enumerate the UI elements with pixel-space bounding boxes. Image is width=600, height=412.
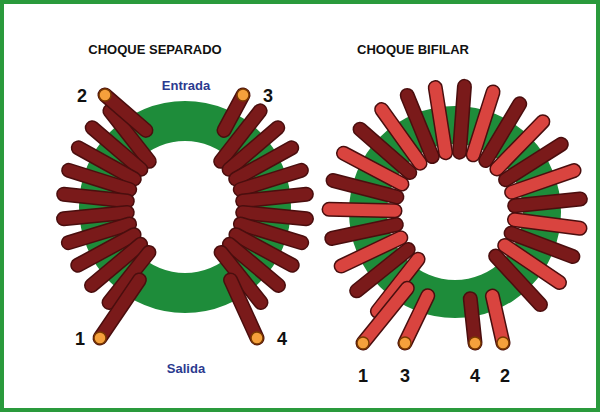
winding-turn (64, 194, 128, 201)
terminal-pin (469, 337, 481, 349)
winding-turn (243, 194, 307, 201)
winding-turn (435, 88, 445, 153)
winding-turn-edge (515, 199, 581, 206)
winding-turn-edge (243, 213, 307, 219)
lead-wire-edge (492, 296, 503, 343)
winding-turn (243, 213, 307, 219)
lead-wire-edge (105, 95, 146, 130)
winding-turn-edge (64, 194, 128, 201)
winding-turn (515, 220, 580, 229)
winding-turn-edge (329, 209, 395, 210)
winding-turn (515, 199, 581, 206)
winding-turn-edge (407, 95, 432, 156)
terminal-number: 1 (358, 367, 368, 387)
winding-turn-edge (243, 194, 307, 201)
winding-turn-edge (459, 86, 464, 152)
terminal-number: 1 (75, 330, 85, 350)
lead-wire (231, 280, 257, 338)
choke-title: CHOQUE SEPARADO (88, 43, 221, 57)
winding-turn-edge (64, 213, 128, 219)
terminal-pin (497, 337, 509, 349)
output-label: Salida (167, 362, 205, 376)
terminal-pin (251, 332, 263, 344)
winding-turn-edge (512, 171, 574, 193)
separate-choke (64, 89, 307, 344)
terminal-number: 2 (500, 367, 510, 387)
winding-turn (64, 213, 128, 219)
input-label: Entrada (162, 79, 210, 93)
terminal-pin (357, 337, 369, 349)
winding-turn-edge (240, 170, 301, 189)
toroid-illustration (4, 4, 596, 408)
terminal-pin (399, 337, 411, 349)
terminal-number: 3 (263, 87, 273, 107)
lead-wire (100, 280, 139, 338)
lead-wire (492, 296, 503, 343)
lead-wire-edge (231, 280, 257, 338)
lead-wire-edge (100, 280, 139, 338)
winding-turn (240, 170, 301, 189)
terminal-pin (237, 89, 249, 101)
lead-wire (105, 95, 146, 130)
terminal-number: 2 (77, 87, 87, 107)
winding-turn (407, 95, 432, 156)
winding-turn (512, 171, 574, 193)
winding-turn (69, 170, 130, 189)
winding-turn (332, 225, 397, 239)
winding-turn (459, 86, 464, 152)
terminal-pin (99, 89, 111, 101)
terminal-number: 3 (400, 367, 410, 387)
bifilar-choke (329, 86, 580, 349)
terminal-number: 4 (470, 367, 480, 387)
winding-turn-edge (515, 220, 580, 229)
winding-turn-edge (435, 88, 445, 153)
winding-turn-edge (69, 170, 130, 189)
terminal-number: 4 (277, 330, 287, 350)
lead-wire-edge (405, 296, 428, 343)
choke-title: CHOQUE BIFILAR (357, 43, 469, 57)
lead-wire (405, 296, 428, 343)
terminal-pin (94, 332, 106, 344)
winding-turn-edge (332, 225, 397, 239)
winding-turn-edge (496, 256, 541, 305)
winding-turn (496, 256, 541, 305)
winding-turn (329, 209, 395, 210)
